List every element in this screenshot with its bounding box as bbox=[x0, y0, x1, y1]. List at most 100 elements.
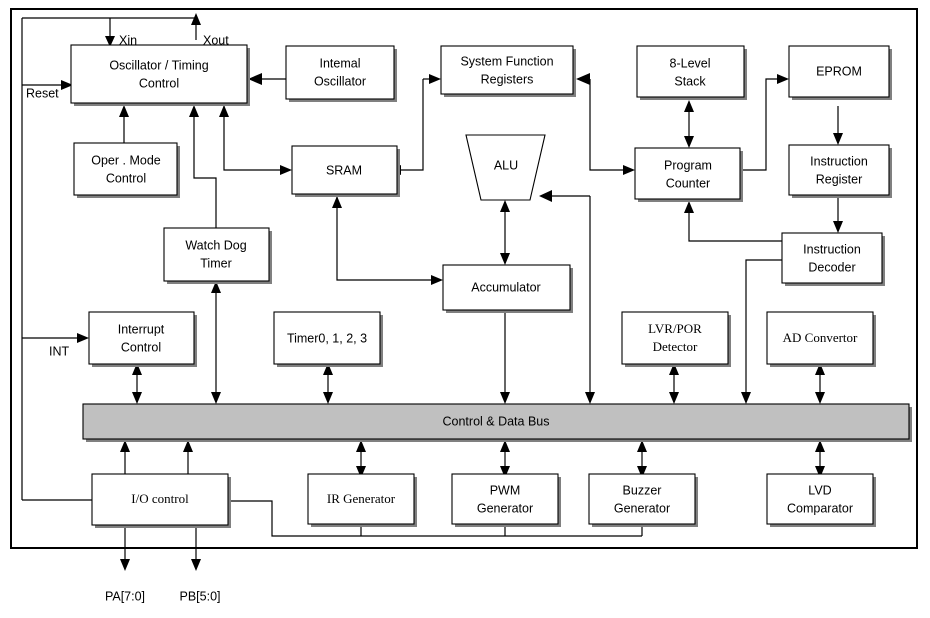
pin-label-layer: Xin Xout Reset INT PA[7:0] PB[5:0] bbox=[26, 33, 229, 603]
arrowhead-timers-up bbox=[323, 363, 333, 375]
block-interrupt-control[interactable]: Interrupt Control bbox=[88, 311, 197, 367]
arrowhead-intctl-down bbox=[132, 392, 142, 404]
arrowhead-xin bbox=[105, 36, 115, 47]
block-label-pc-line2: Counter bbox=[666, 176, 710, 190]
block-label-sfr-line1: System Function bbox=[460, 54, 553, 68]
block-internal-oscillator[interactable]: Intemal Oscillator bbox=[285, 45, 397, 102]
arrowhead-intctl-up bbox=[132, 363, 142, 375]
alu-trapezoid-shape bbox=[465, 134, 546, 201]
block-label-lvd-line1: LVD bbox=[808, 483, 831, 497]
arrowhead-wdt-to-osc bbox=[189, 105, 199, 117]
wire-idec-to-pc bbox=[688, 212, 782, 242]
pin-label-xin: Xin bbox=[119, 33, 137, 47]
arrowhead-to-sfr bbox=[429, 74, 441, 84]
arrowhead-into-pc bbox=[623, 165, 635, 175]
block-label-ioctl: I/O control bbox=[131, 491, 189, 506]
block-ad-convertor[interactable]: AD Convertor bbox=[766, 311, 876, 367]
block-label-adc: AD Convertor bbox=[783, 330, 858, 345]
arrowhead-stack-up bbox=[684, 100, 694, 112]
pin-label-xout: Xout bbox=[203, 33, 229, 47]
arrowhead-to-ireg bbox=[833, 133, 843, 145]
block-label-intosc-line1: Intemal bbox=[320, 56, 361, 70]
wire-idec-to-bus bbox=[745, 259, 782, 393]
arrowhead-timers-down bbox=[323, 392, 333, 404]
block-label-ireg-line1: Instruction bbox=[810, 154, 868, 168]
block-accumulator[interactable]: Accumulator bbox=[442, 264, 573, 313]
block-label-pc-line1: Program bbox=[664, 158, 712, 172]
block-instruction-register[interactable]: Instruction Register bbox=[788, 144, 892, 198]
arrowhead-idec-to-bus bbox=[741, 392, 751, 404]
block-label-intctl-line1: Interrupt bbox=[118, 322, 165, 336]
block-label-stack-line1: 8-Level bbox=[670, 56, 711, 70]
block-buzzer-generator[interactable]: Buzzer Generator bbox=[588, 473, 698, 527]
pin-label-reset: Reset bbox=[26, 86, 59, 100]
block-pwm-generator[interactable]: PWM Generator bbox=[451, 473, 561, 527]
arrowhead-pb bbox=[191, 559, 201, 571]
arrowhead-osc-branch bbox=[219, 105, 229, 117]
block-label-intctl-line2: Control bbox=[121, 340, 161, 354]
block-sram[interactable]: SRAM bbox=[291, 145, 400, 197]
arrowhead-irgen-down bbox=[356, 466, 366, 478]
chip-boundary-frame bbox=[10, 8, 918, 549]
arrowhead-pwm-down bbox=[500, 466, 510, 478]
block-label-lvrpor-line2: Detector bbox=[653, 339, 698, 354]
arrowhead-reset bbox=[61, 80, 73, 90]
block-label-idec-line1: Instruction bbox=[803, 242, 861, 256]
block-label-lvrpor-line1: LVR/POR bbox=[648, 321, 702, 336]
arrowhead-lvd-up bbox=[815, 440, 825, 452]
block-eprom[interactable]: EPROM bbox=[788, 45, 892, 100]
arrowhead-pa bbox=[120, 559, 130, 571]
arrowhead-lvrpor-up bbox=[669, 363, 679, 375]
arrowhead-wdt-down bbox=[211, 392, 221, 404]
block-label-sfr-line2: Registers bbox=[481, 72, 534, 86]
wire-pc-to-eprom bbox=[743, 78, 777, 171]
arrowhead-pc-down bbox=[684, 136, 694, 148]
block-oscillator-timing-control[interactable]: Oscillator / Timing Control bbox=[70, 44, 250, 106]
block-label-intosc-line2: Oscillator bbox=[314, 74, 366, 88]
block-instruction-decoder[interactable]: Instruction Decoder bbox=[781, 232, 885, 286]
bus-control-and-data[interactable]: Control & Data Bus bbox=[82, 403, 912, 442]
bus-label: Control & Data Bus bbox=[443, 414, 550, 428]
block-label-opermode-line1: Oper . Mode bbox=[91, 153, 161, 167]
arrowhead-alu-up bbox=[500, 200, 510, 212]
block-label-timers: Timer0, 1, 2, 3 bbox=[287, 331, 367, 345]
arrowhead-buzzer-down bbox=[637, 466, 647, 478]
block-oper-mode-control[interactable]: Oper . Mode Control bbox=[73, 142, 180, 198]
block-system-function-registers[interactable]: System Function Registers bbox=[440, 45, 576, 97]
block-lvr-por-detector[interactable]: LVR/POR Detector bbox=[621, 311, 731, 367]
arrowhead-to-sram-bottom bbox=[332, 196, 342, 208]
block-lvd-comparator[interactable]: LVD Comparator bbox=[766, 473, 876, 527]
block-label-sram: SRAM bbox=[326, 163, 362, 177]
block-label-pwm-line1: PWM bbox=[490, 483, 521, 497]
arrowhead-to-eprom bbox=[777, 74, 789, 84]
arrowhead-opermode-to-osc bbox=[119, 105, 129, 117]
arrowhead-accum-down bbox=[500, 392, 510, 404]
block-io-control[interactable]: I/O control bbox=[91, 473, 231, 528]
arrowhead-int bbox=[77, 333, 89, 343]
arrowhead-sfrcol-to-bus bbox=[585, 392, 595, 404]
arrowhead-adc-up bbox=[815, 363, 825, 375]
block-label-accum: Accumulator bbox=[471, 280, 540, 294]
block-label-lvd-line2: Comparator bbox=[787, 501, 853, 515]
block-label-idec-line2: Decoder bbox=[808, 260, 855, 274]
arrowhead-lvrpor-down bbox=[669, 392, 679, 404]
arrowhead-adc-down bbox=[815, 392, 825, 404]
wire-layer bbox=[21, 13, 843, 571]
block-watch-dog-timer[interactable]: Watch Dog Timer bbox=[163, 227, 272, 284]
block-label-irgen: IR Generator bbox=[327, 491, 396, 506]
wire-sram-accum bbox=[336, 196, 433, 281]
block-label-stack-line2: Stack bbox=[674, 74, 706, 88]
block-8-level-stack[interactable]: 8-Level Stack bbox=[636, 45, 747, 100]
block-timers[interactable]: Timer0, 1, 2, 3 bbox=[273, 311, 383, 367]
block-label-alu: ALU bbox=[494, 158, 518, 172]
block-ir-generator[interactable]: IR Generator bbox=[307, 473, 417, 527]
arrowhead-io-bus-b bbox=[183, 440, 193, 452]
wire-pc-to-sfr bbox=[589, 79, 625, 171]
wire-wdt-to-osc bbox=[193, 116, 217, 228]
arrowhead-to-accum bbox=[431, 275, 443, 285]
block-program-counter[interactable]: Program Counter bbox=[634, 147, 743, 202]
block-label-wdt-line1: Watch Dog bbox=[185, 238, 246, 252]
block-alu[interactable]: ALU bbox=[465, 134, 546, 201]
